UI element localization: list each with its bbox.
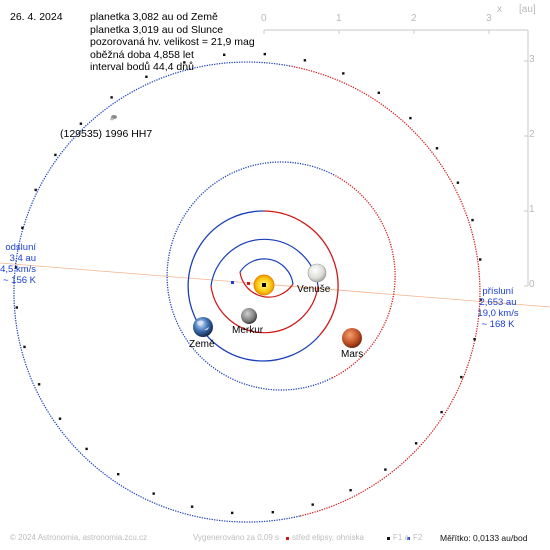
orbit-point-mark <box>263 52 266 56</box>
legend-f2-label: F2 <box>413 533 423 542</box>
orbit-point-mark <box>15 306 18 309</box>
asteroid-icon <box>110 115 117 121</box>
legend-center-label: střed elipsy, ohniska <box>292 533 364 542</box>
aphelion-block: odsluní 3,4 au 14,5 km/s ~ 156 K <box>0 242 36 286</box>
orbit-point-mark <box>384 468 387 471</box>
orbit-point-mark <box>85 447 88 451</box>
mercury-label: Merkur <box>232 325 264 336</box>
orbit-point-mark <box>21 226 24 229</box>
orbit-point-mark <box>37 383 41 386</box>
orbit-point-mark <box>460 375 463 379</box>
unit-label: [au] <box>519 4 536 15</box>
legend-center-mark <box>286 537 289 540</box>
perihelion-distance: 2,653 au <box>479 297 517 308</box>
date-label: 26. 4. 2024 <box>10 11 63 23</box>
orbit-point-mark <box>117 473 120 476</box>
orbit-point-marks <box>14 52 483 515</box>
earth-orbit-red <box>263 210 339 337</box>
orbit-point-mark <box>303 59 307 62</box>
orbit-point-mark <box>23 345 26 349</box>
y-tick-label-1: 1 <box>529 204 535 215</box>
orbit-point-mark <box>440 410 443 414</box>
y-tick-label-3: 3 <box>529 54 535 65</box>
orbit-point-mark <box>183 61 186 64</box>
earth-label: Země <box>189 339 215 350</box>
venus-icon <box>307 263 327 283</box>
perihelion-block: přísluní 2,653 au 19,0 km/s ~ 168 K <box>472 286 524 330</box>
scale-label: Měřítko: 0,0133 au/bod <box>440 533 528 543</box>
orbit-point-mark <box>152 492 155 495</box>
orbit-point-mark <box>311 503 314 506</box>
orbit-point-mark <box>271 511 274 514</box>
orbit-point-mark <box>471 218 474 222</box>
generated-time-text: Vygenerováno za 0,09 s <box>193 533 279 542</box>
aphelion-temperature: ~ 156 K <box>2 275 36 286</box>
earth-orbit-blue <box>187 210 320 362</box>
orbit-point-mark <box>54 153 57 157</box>
orbit-point-mark <box>377 91 380 94</box>
orbit-point-mark <box>79 122 83 125</box>
mars-orbit-blue <box>166 161 335 391</box>
orbit-point-mark <box>349 489 352 492</box>
orbit-point-mark <box>110 96 113 99</box>
info-line-period: oběžná doba 4,858 let <box>90 48 194 61</box>
info-line-magnitude: pozorovaná hv. velikost = 21,9 mag <box>90 36 255 48</box>
legend-f2-mark <box>407 537 410 540</box>
sun-icon <box>253 274 275 296</box>
asteroid-label: (129535) 1996 HH7 <box>60 128 153 140</box>
y-tick-label-2: 2 <box>529 129 535 140</box>
venus-orbit-blue <box>210 238 319 287</box>
x-tick-label-0: 0 <box>261 13 267 24</box>
orbit-point-mark <box>456 181 460 184</box>
aphelion-speed: 14,5 km/s <box>0 264 36 275</box>
venus-label: Venuše <box>297 284 331 295</box>
info-line-interval: interval bodů 44,4 dnů <box>90 61 194 73</box>
mars-orbit-red <box>331 174 396 379</box>
orbit-point-mark <box>414 442 418 445</box>
mars-label: Mars <box>341 349 364 360</box>
earth-icon <box>193 317 213 337</box>
x-axis-label: x <box>497 4 502 15</box>
ellipse-center-mark <box>247 282 250 285</box>
orbit-point-mark <box>409 116 412 120</box>
orbit-point-mark <box>58 417 62 420</box>
apsis-line <box>0 262 550 308</box>
x-tick-label-1: 1 <box>336 13 342 24</box>
orbit-point-mark <box>223 53 226 56</box>
orbit-point-mark <box>14 266 18 269</box>
orbit-point-mark <box>231 511 234 515</box>
focus-f2-mark <box>231 281 234 284</box>
orbit-point-mark <box>435 147 439 150</box>
orbit-point-mark <box>479 258 482 261</box>
mercury-orbit-blue <box>239 258 294 285</box>
venus-orbit-red <box>210 285 319 334</box>
asteroid-orbit-red <box>289 65 481 517</box>
aphelion-title: odsluní <box>5 242 36 253</box>
mercury-icon <box>241 308 257 324</box>
perihelion-speed: 19,0 km/s <box>477 308 519 319</box>
legend-f1-mark <box>387 537 390 540</box>
info-line-distance-sun: planetka 3,019 au od Slunce <box>90 23 224 36</box>
info-line-distance-earth: planetka 3,082 au od Země <box>90 11 218 23</box>
legend-f1-label: F1 a <box>393 533 410 542</box>
copyright-text: © 2024 Astronomia, astronomia.zcu.cz <box>10 533 148 542</box>
orbit-point-mark <box>34 188 37 192</box>
orbit-point-mark <box>473 338 476 341</box>
x-tick-label-3: 3 <box>486 13 492 24</box>
perihelion-title: přísluní <box>482 286 514 297</box>
y-tick-label-0: 0 <box>529 279 535 290</box>
x-tick-label-2: 2 <box>411 13 417 24</box>
orbit-point-mark <box>190 505 194 508</box>
mercury-orbit-red <box>239 271 294 298</box>
orbit-point-mark <box>145 75 148 78</box>
mars-icon <box>342 328 362 348</box>
perihelion-temperature: ~ 168 K <box>481 319 515 330</box>
aphelion-distance: 3,4 au <box>9 253 36 264</box>
orbit-point-mark <box>342 72 345 75</box>
orbit-point-mark <box>479 298 483 301</box>
